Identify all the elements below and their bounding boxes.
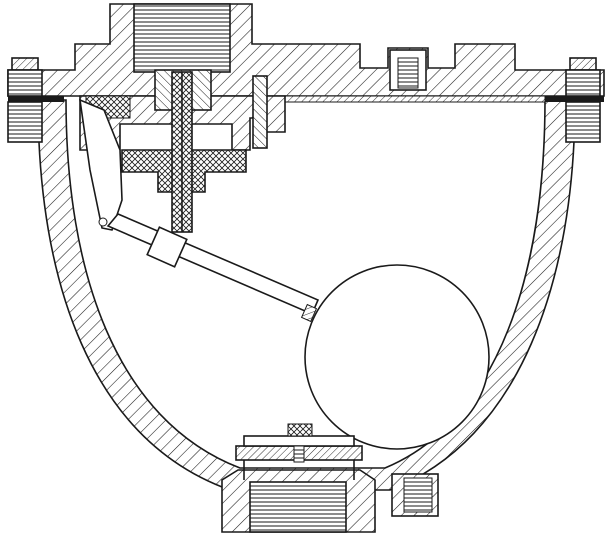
cover-seat-line xyxy=(284,95,546,103)
float-ball xyxy=(304,264,490,450)
bonnet-plug xyxy=(133,3,231,73)
gasket-left xyxy=(8,96,64,102)
right-bolt xyxy=(565,57,601,143)
top-cover xyxy=(7,3,605,97)
gasket-right xyxy=(545,96,604,102)
drain-plug-thread xyxy=(403,477,433,513)
vent-plug-thread xyxy=(397,57,419,89)
left-bolt xyxy=(7,57,43,143)
bottom-cap xyxy=(235,423,363,480)
lever-arm xyxy=(79,98,320,323)
housing-bracket xyxy=(252,75,268,149)
outlet-thread xyxy=(249,481,347,533)
